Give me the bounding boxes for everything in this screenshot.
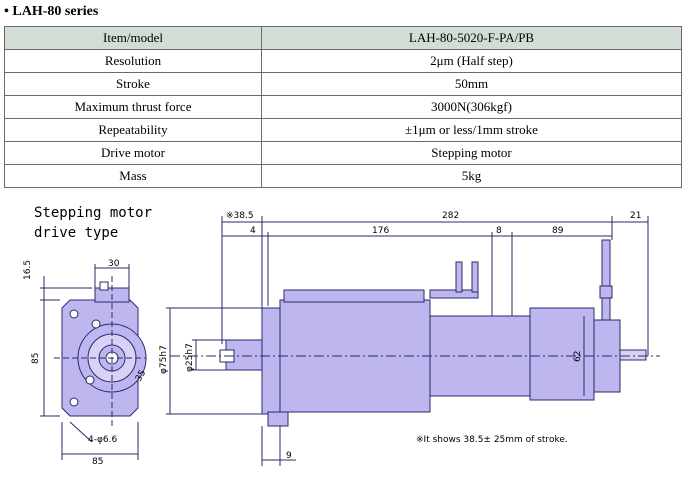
dim-label: 9 bbox=[286, 451, 292, 461]
dim-label: 89 bbox=[552, 226, 564, 236]
table-row: Stroke 50mm bbox=[4, 72, 682, 96]
table-row: Drive motor Stepping motor bbox=[4, 141, 682, 165]
row-key: Maximum thrust force bbox=[4, 95, 262, 119]
row-value: 5kg bbox=[261, 164, 682, 188]
row-key: Drive motor bbox=[4, 141, 262, 165]
dim-label: 16.5 bbox=[23, 260, 33, 280]
row-value: ±1μm or less/1mm stroke bbox=[261, 118, 682, 142]
dim-label: 176 bbox=[372, 226, 389, 236]
dim-label: 4-φ6.6 bbox=[88, 435, 117, 445]
spec-table: Item/model LAH-80-5020-F-PA/PB Resolutio… bbox=[4, 26, 682, 188]
dim-label: 35 bbox=[134, 369, 148, 384]
table-row: Maximum thrust force 3000N(306kgf) bbox=[4, 95, 682, 119]
row-key: Stroke bbox=[4, 72, 262, 96]
front-view bbox=[40, 264, 147, 460]
header-key: Item/model bbox=[4, 26, 262, 50]
row-value: 50mm bbox=[261, 72, 682, 96]
stroke-note: ※It shows 38.5± 25mm of stroke. bbox=[416, 435, 568, 445]
dim-label: 4 bbox=[250, 226, 256, 236]
dim-label: 30 bbox=[108, 259, 120, 269]
spec-table-header: Item/model LAH-80-5020-F-PA/PB bbox=[4, 26, 682, 50]
section-heading: • LAH-80 series bbox=[4, 4, 99, 19]
dim-label: φ75h7 bbox=[159, 345, 169, 374]
dim-label: 62 bbox=[573, 351, 583, 362]
row-value: Stepping motor bbox=[261, 141, 682, 165]
dim-label: 8 bbox=[496, 226, 502, 236]
row-key: Mass bbox=[4, 164, 262, 188]
dim-label: 85 bbox=[92, 457, 103, 467]
header-value: LAH-80-5020-F-PA/PB bbox=[261, 26, 682, 50]
dimension-drawing: Stepping motor drive type 16.5 bbox=[23, 205, 660, 467]
dim-label: ※38.5 bbox=[226, 211, 254, 221]
drawing-subtitle: drive type bbox=[34, 225, 118, 241]
table-row: Mass 5kg bbox=[4, 164, 682, 188]
row-key: Resolution bbox=[4, 49, 262, 73]
dim-label: 282 bbox=[442, 211, 459, 221]
drawing-title: Stepping motor bbox=[34, 205, 152, 221]
row-key: Repeatability bbox=[4, 118, 262, 142]
dim-label: 21 bbox=[630, 211, 641, 221]
row-value: 2μm (Half step) bbox=[261, 49, 682, 73]
dim-label: 85 bbox=[31, 353, 41, 364]
table-row: Resolution 2μm (Half step) bbox=[4, 49, 682, 73]
side-view bbox=[166, 216, 660, 466]
table-row: Repeatability ±1μm or less/1mm stroke bbox=[4, 118, 682, 142]
row-value: 3000N(306kgf) bbox=[261, 95, 682, 119]
dim-label: φ25h7 bbox=[185, 343, 195, 372]
